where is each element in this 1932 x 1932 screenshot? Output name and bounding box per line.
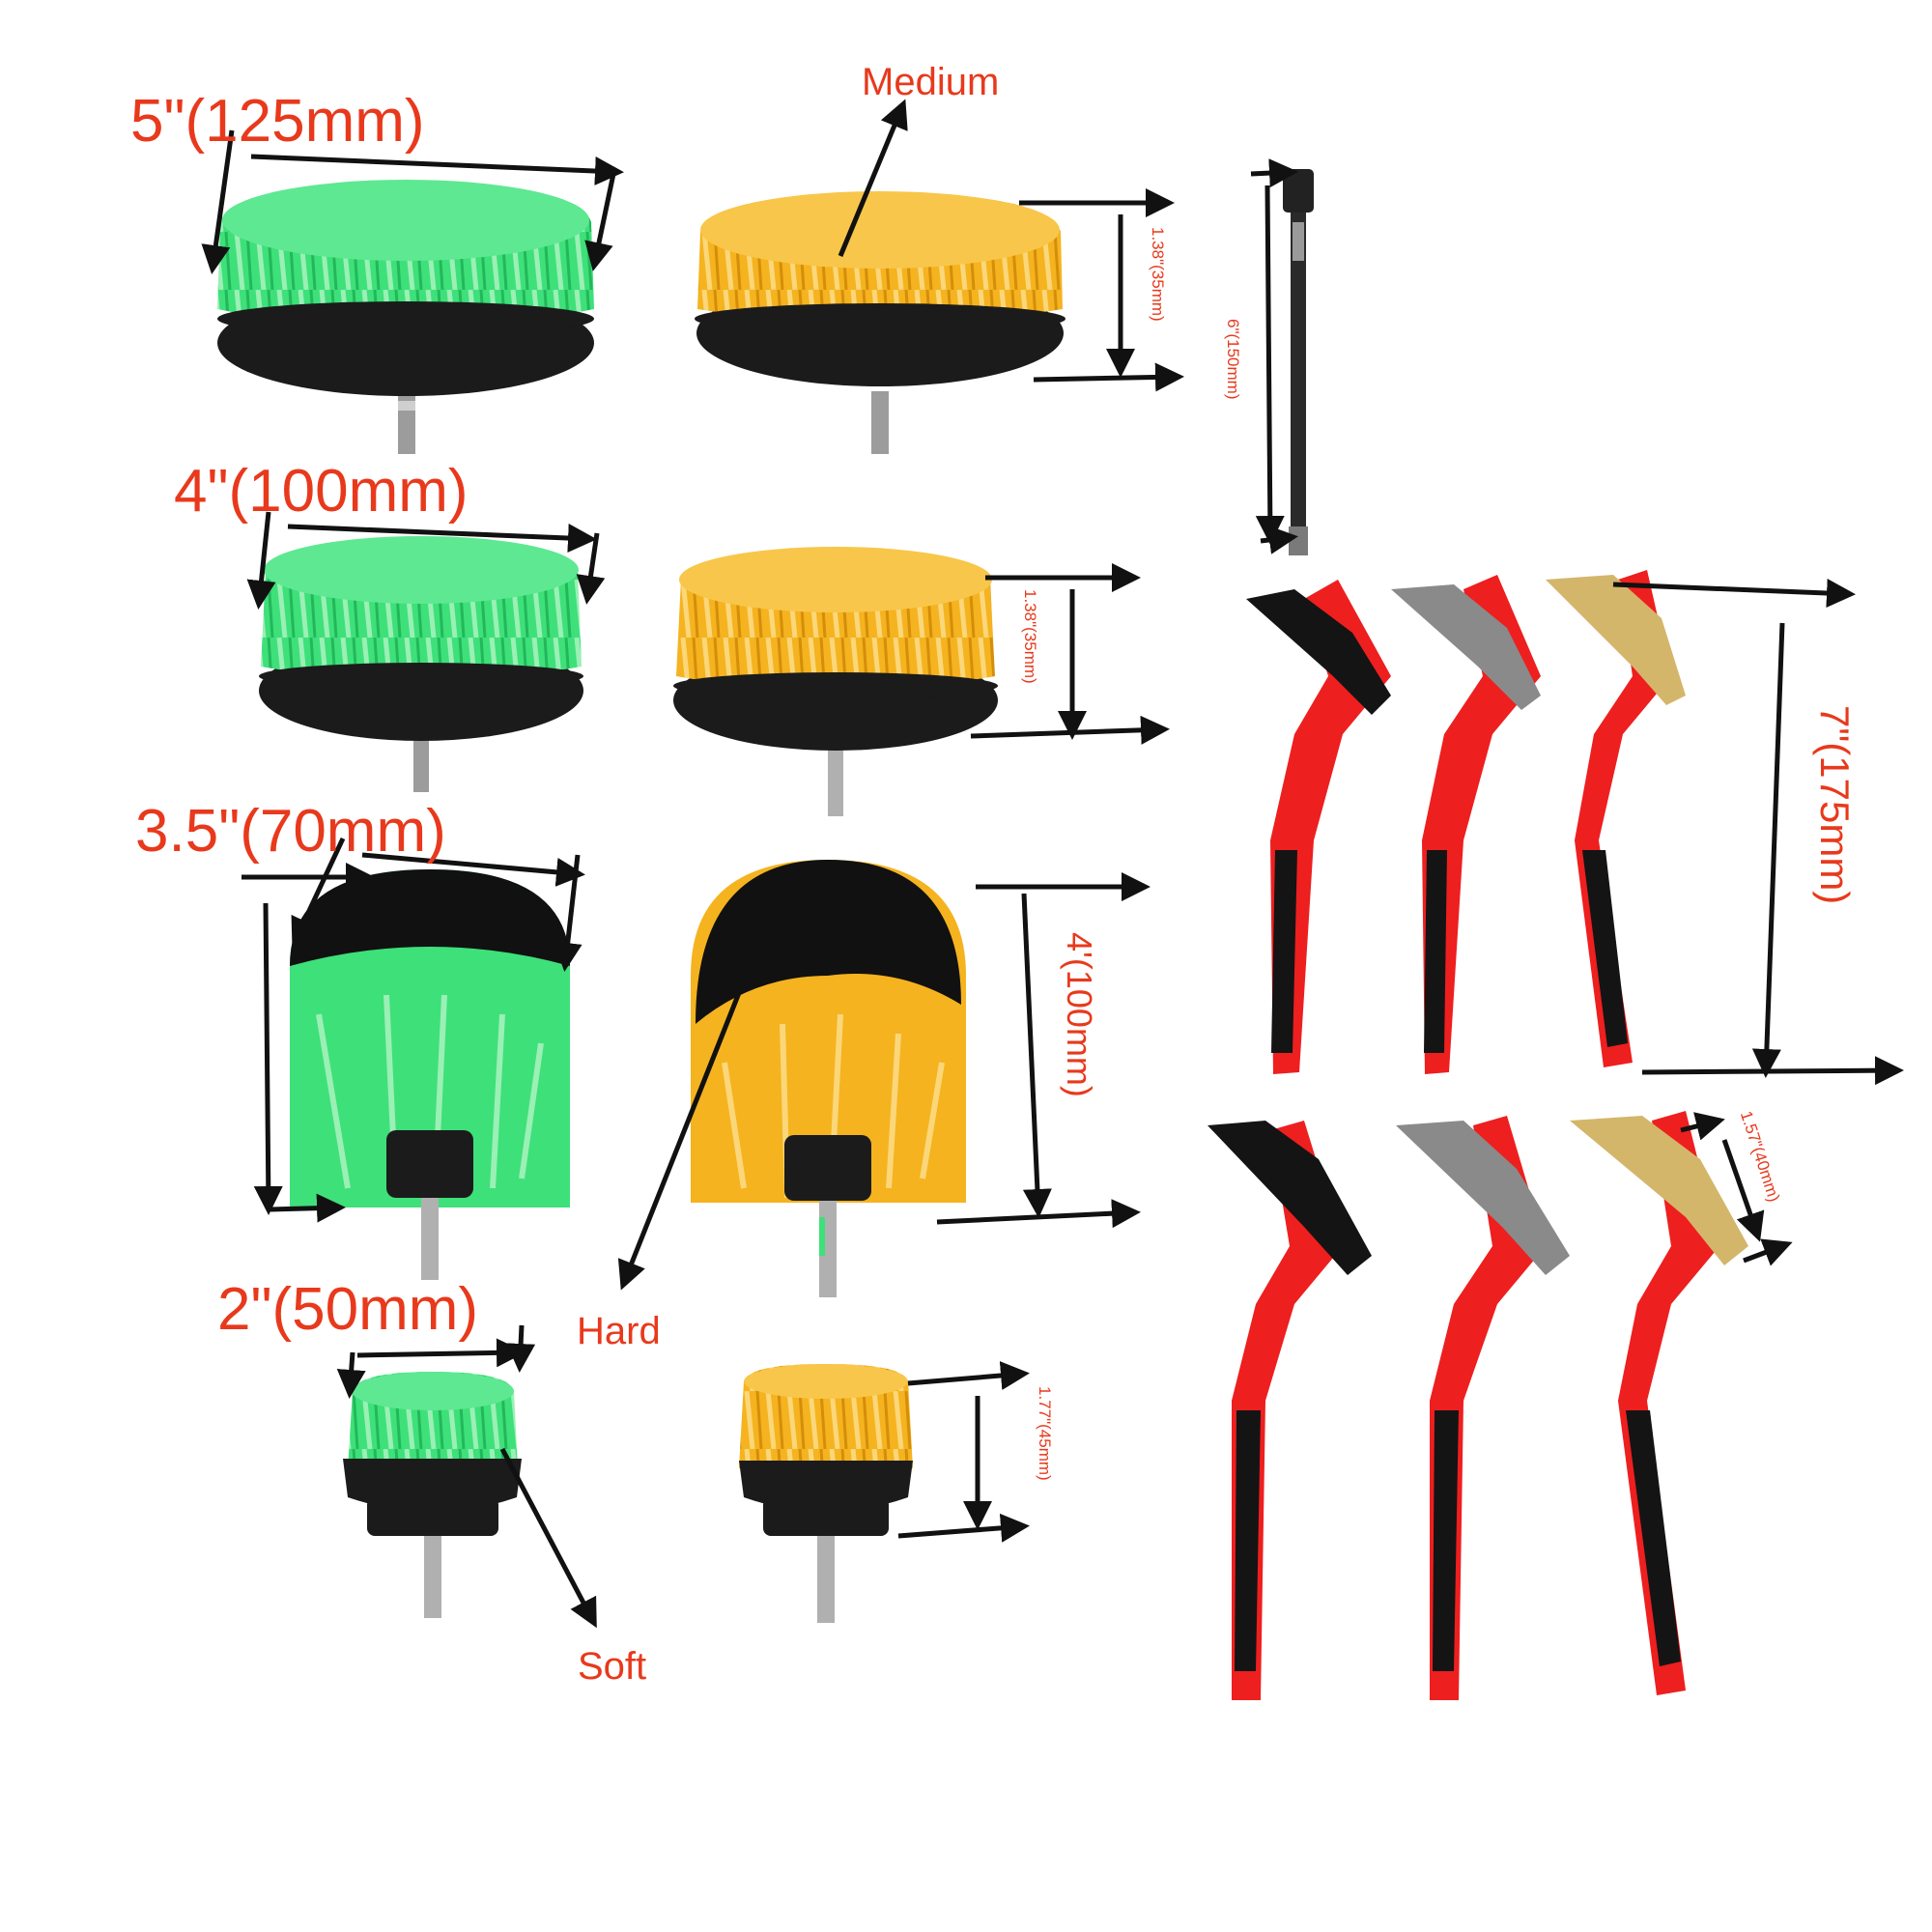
dimension-arrows	[201, 99, 1904, 1629]
wire-brushes	[1208, 570, 1748, 1700]
wire-brush-nylon-2	[1208, 1121, 1372, 1700]
wire-brush-steel-1	[1391, 575, 1541, 1074]
green-brush-4in	[259, 536, 583, 792]
extension-length-label: 6"(150mm)	[1224, 319, 1242, 400]
handle-length-label: 7"(175mm)	[1812, 705, 1858, 905]
orange-brush-small	[739, 1364, 913, 1623]
wire-brush-steel-2	[1396, 1116, 1570, 1700]
height-label-4in: 1.38"(35mm)	[1021, 589, 1039, 684]
hard-label: Hard	[577, 1310, 661, 1352]
wire-brush-brass-2	[1570, 1111, 1748, 1695]
orange-brush-4in	[673, 547, 998, 816]
medium-label: Medium	[862, 61, 1000, 103]
size-label-2in: 2"(50mm)	[217, 1276, 479, 1343]
extension-bar	[1283, 169, 1314, 555]
green-brush-2in	[343, 1372, 522, 1618]
orange-dome-brush-hard	[691, 860, 966, 1297]
size-label-5in: 5"(125mm)	[130, 88, 425, 155]
wire-brush-nylon-1	[1246, 580, 1391, 1074]
green-dome-brush-3-5in	[290, 869, 570, 1280]
orange-brush-medium	[695, 191, 1065, 454]
height-label-medium: 1.38"(35mm)	[1149, 227, 1167, 322]
green-brush-5in	[217, 180, 594, 454]
height-label-small: 1.77"(45mm)	[1036, 1386, 1054, 1481]
wire-brush-brass-1	[1546, 570, 1686, 1067]
soft-label: Soft	[578, 1645, 647, 1688]
size-label-4in: 4"(100mm)	[174, 458, 469, 525]
size-label-3-5in: 3.5"(70mm)	[135, 798, 446, 865]
height-label-hard: 4'(100mm)	[1060, 932, 1099, 1097]
